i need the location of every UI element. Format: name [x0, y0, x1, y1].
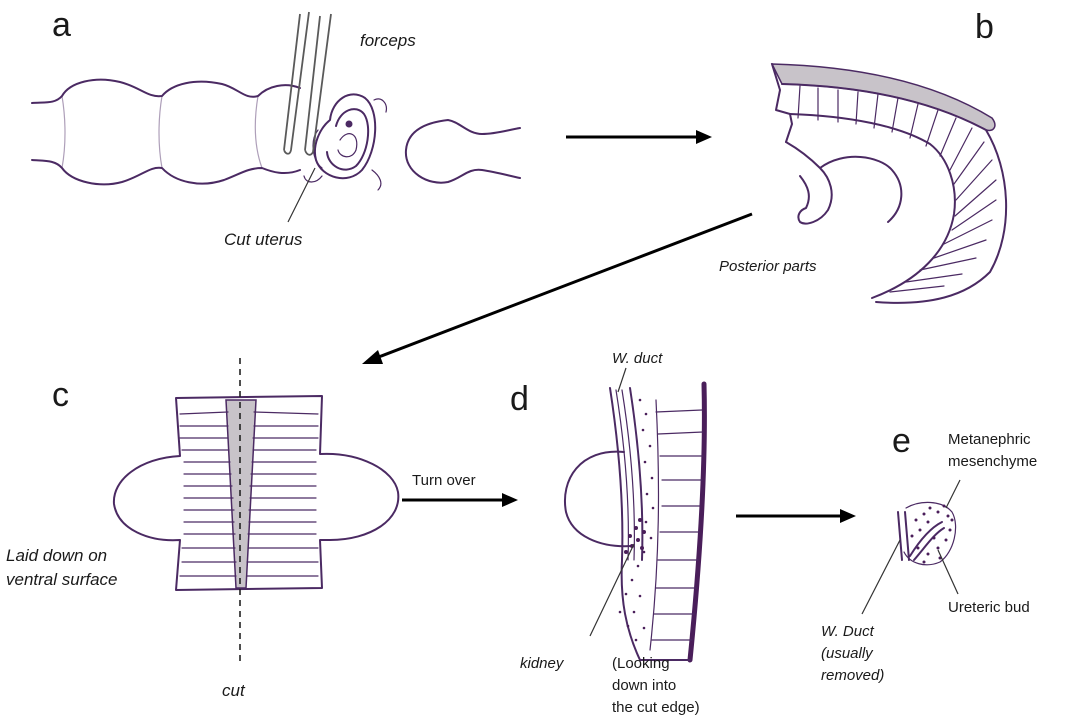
w-duct-e-leader: [862, 540, 900, 614]
laid-down-label-line1: Laid down on: [6, 546, 107, 565]
w-duct-leader: [618, 368, 626, 392]
panel-d-letter: d: [510, 380, 529, 418]
tail-structure: [786, 142, 901, 224]
forceps: [284, 12, 331, 155]
cut-label: cut: [222, 681, 246, 700]
uterus-remaining-segment: [406, 120, 520, 183]
arrow-b-to-c: [362, 214, 752, 364]
uterus-label: Cut uterus: [224, 230, 303, 249]
looking-note-line1: (Looking: [612, 655, 670, 672]
flattened-tissue-outline: [114, 396, 398, 590]
panel-c: c: [6, 358, 398, 700]
mesenchyme-outline: [904, 502, 956, 564]
panel-d: d: [510, 350, 704, 716]
arrow-a-to-b: [566, 130, 712, 144]
dorsal-edge: [690, 384, 704, 660]
inner-boundary: [650, 400, 658, 650]
uterus-leader: [288, 168, 315, 222]
laid-down-label-line2: ventral surface: [6, 570, 118, 589]
panel-a: a forceps Cut uterus: [32, 6, 520, 249]
ureteric-bud-label: Ureteric bud: [948, 599, 1030, 616]
forceps-label: forceps: [360, 31, 416, 50]
panel-e: e Metanephric mesenchyme Ureteric bud W.…: [821, 422, 1037, 684]
mesenchyme-label-line2: mesenchyme: [948, 453, 1037, 470]
posterior-parts-label: Posterior parts: [719, 258, 817, 275]
kidney-label: kidney: [520, 655, 565, 672]
w-duct-label: W. duct: [612, 350, 663, 367]
panel-b-letter: b: [975, 8, 994, 46]
w-duct-e-label-line1: W. Duct: [821, 623, 875, 640]
w-duct-fragment: [898, 512, 909, 560]
turn-over-label: Turn over: [412, 472, 476, 489]
mesenchyme-label-line1: Metanephric: [948, 431, 1031, 448]
mesenchyme-leader: [946, 480, 960, 508]
panel-e-letter: e: [892, 422, 911, 460]
panel-b: b Poste: [719, 8, 1006, 303]
arrow-d-to-e: [736, 509, 856, 523]
looking-note-line3: the cut edge): [612, 699, 700, 716]
w-duct-e-label-line3: removed): [821, 667, 884, 684]
uterus-chain: [32, 80, 300, 185]
cut-uterus-embryo: [304, 94, 386, 190]
panel-c-letter: c: [52, 376, 69, 414]
dorsal-band: [772, 64, 995, 130]
segment-lines-right: [247, 412, 318, 576]
bud-leader: [938, 550, 958, 594]
looking-note-line2: down into: [612, 677, 676, 694]
neural-tube-strip: [226, 400, 256, 588]
wolffian-duct: [616, 390, 634, 560]
uterus-segment-lines: [62, 96, 262, 168]
panel-a-letter: a: [52, 6, 71, 44]
arrow-c-to-d: Turn over: [402, 472, 518, 507]
w-duct-e-label-line2: (usually: [821, 645, 874, 662]
